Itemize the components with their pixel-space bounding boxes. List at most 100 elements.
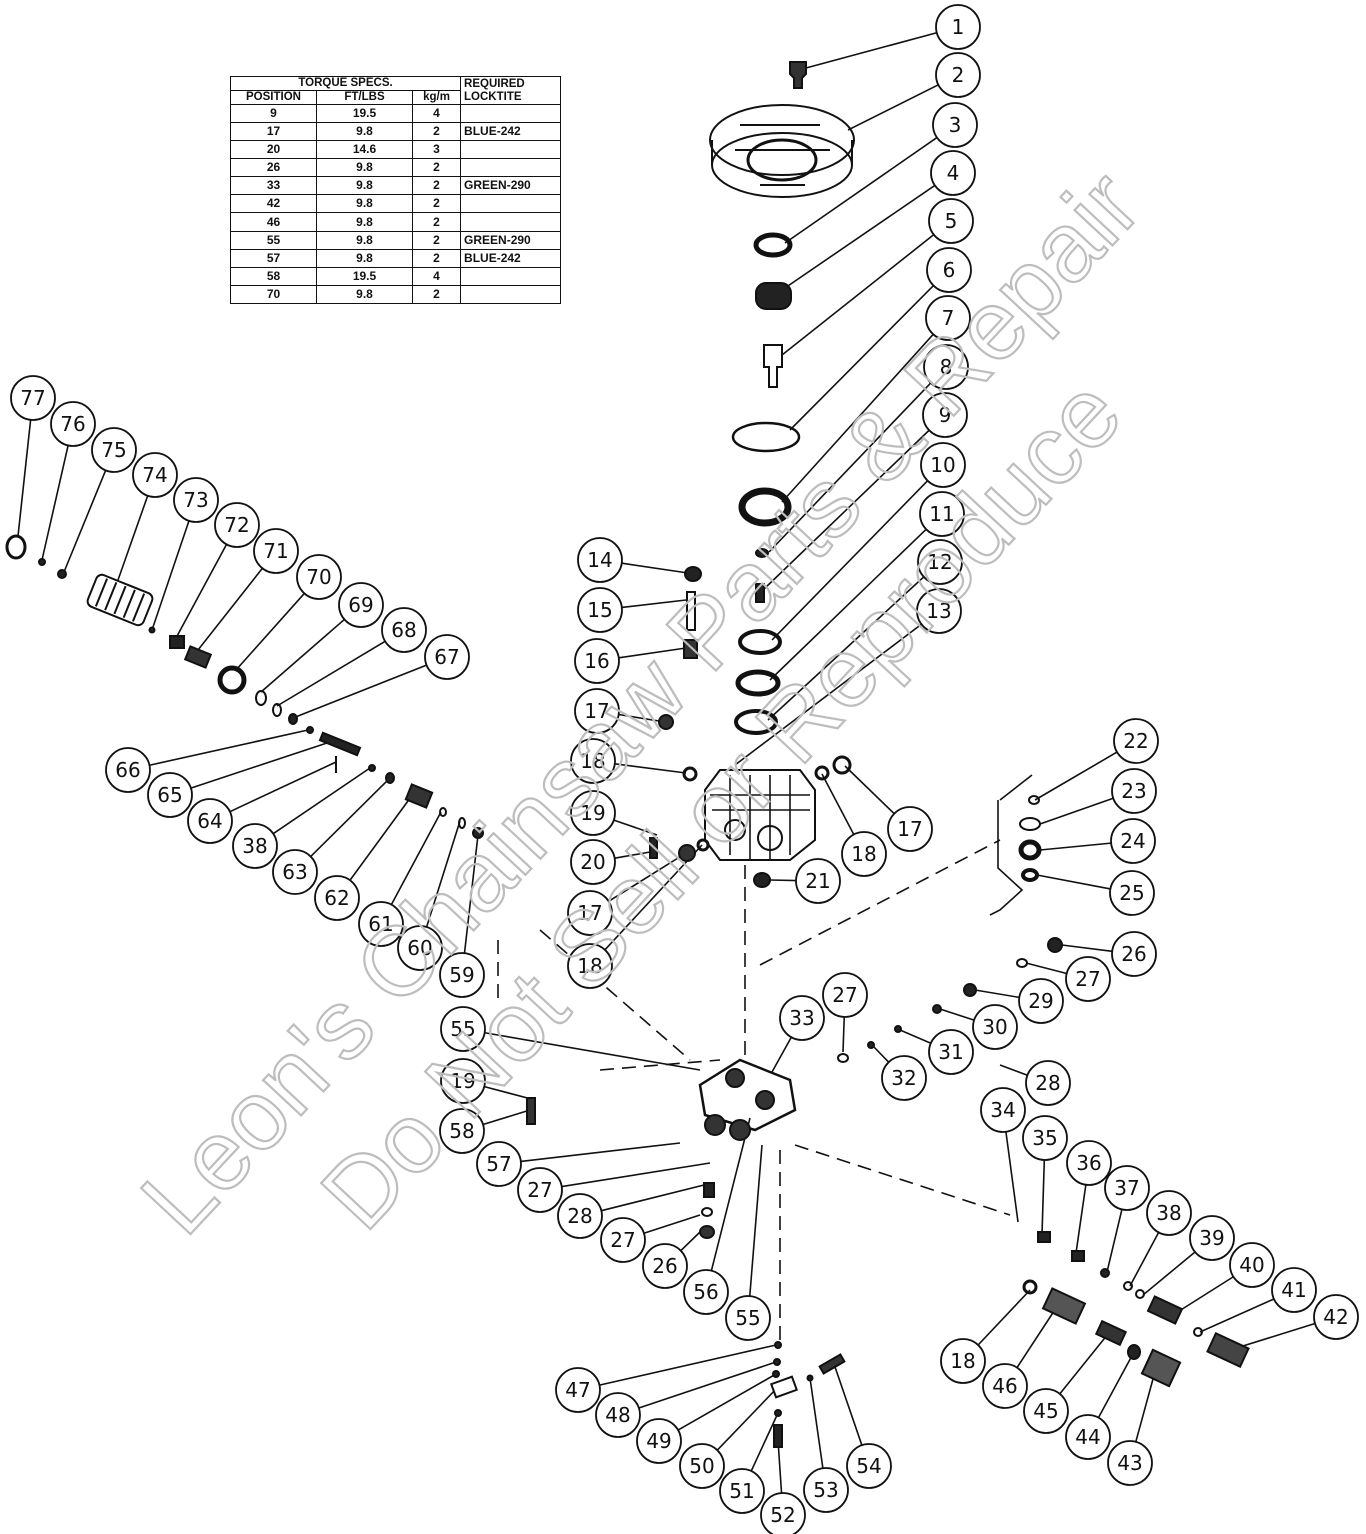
callout-18: 18 bbox=[570, 738, 616, 784]
leader-line bbox=[604, 844, 703, 951]
callout-number: 18 bbox=[577, 954, 602, 978]
callout-number: 70 bbox=[306, 565, 331, 589]
plug-17b bbox=[832, 755, 852, 775]
ring-39 bbox=[1135, 1289, 1145, 1299]
leader-line bbox=[618, 647, 687, 659]
screw-54 bbox=[818, 1353, 846, 1375]
callout-53: 53 bbox=[803, 1467, 849, 1513]
callout-circle bbox=[570, 839, 616, 885]
torque-position-cell: 70 bbox=[230, 284, 317, 305]
callout-number: 21 bbox=[805, 869, 830, 893]
callout-number: 71 bbox=[263, 539, 288, 563]
leader-line bbox=[310, 777, 391, 858]
screw-20 bbox=[649, 837, 658, 859]
leader-line bbox=[175, 543, 228, 639]
leader-line bbox=[710, 1117, 751, 1271]
leader-line bbox=[613, 819, 658, 836]
callout-number: 20 bbox=[580, 850, 605, 874]
callout-number: 34 bbox=[990, 1098, 1015, 1122]
callout-number: 37 bbox=[1114, 1176, 1139, 1200]
callout-number: 27 bbox=[527, 1178, 552, 1202]
leader-line bbox=[899, 1029, 932, 1045]
callout-circle bbox=[600, 1217, 646, 1263]
leader-line bbox=[1199, 1298, 1275, 1333]
callout-circle bbox=[10, 375, 56, 421]
callout-circle bbox=[132, 452, 178, 498]
callout-40: 40 bbox=[1229, 1242, 1275, 1288]
ball-31 bbox=[894, 1025, 902, 1033]
callout-number: 19 bbox=[450, 1069, 475, 1093]
callout-number: 27 bbox=[610, 1228, 635, 1252]
callout-number: 18 bbox=[580, 749, 605, 773]
callout-number: 47 bbox=[565, 1378, 590, 1402]
callout-32: 32 bbox=[881, 1055, 927, 1101]
torque-ftlbs-cell: 9.8 bbox=[316, 230, 413, 250]
torque-kgm-cell: 2 bbox=[411, 248, 462, 268]
callout-number: 23 bbox=[1121, 779, 1146, 803]
leader-line bbox=[1129, 1232, 1160, 1287]
housing-flange-2 bbox=[709, 104, 855, 198]
callout-37: 37 bbox=[1104, 1165, 1150, 1211]
callout-circle bbox=[1110, 818, 1156, 864]
leader-line bbox=[1041, 1159, 1046, 1235]
callout-circle bbox=[1111, 931, 1157, 977]
bolt-58 bbox=[526, 1097, 536, 1125]
leader-line bbox=[520, 1142, 681, 1163]
callout-circle bbox=[214, 502, 260, 548]
leader-line bbox=[784, 136, 938, 244]
callout-circle bbox=[916, 588, 962, 634]
callout-68: 68 bbox=[381, 607, 427, 653]
leader-line bbox=[63, 470, 107, 573]
callout-number: 27 bbox=[832, 983, 857, 1007]
callout-circle bbox=[636, 1418, 682, 1464]
callout-number: 35 bbox=[1032, 1126, 1057, 1150]
leader-line bbox=[847, 84, 939, 131]
callout-17: 17 bbox=[887, 806, 933, 852]
ball-51 bbox=[774, 1409, 782, 1417]
callout-circle bbox=[1025, 1060, 1071, 1106]
callout-number: 4 bbox=[947, 161, 960, 185]
callout-59: 59 bbox=[439, 952, 485, 998]
ball-48 bbox=[773, 1358, 781, 1366]
callout-number: 65 bbox=[157, 783, 182, 807]
leader-line bbox=[425, 820, 461, 928]
ring-59 bbox=[472, 827, 484, 839]
nut-70 bbox=[217, 665, 247, 695]
callout-circle bbox=[50, 401, 96, 447]
leader-line bbox=[229, 761, 337, 813]
leader-line bbox=[734, 623, 922, 766]
callout-number: 44 bbox=[1075, 1425, 1100, 1449]
callout-number: 15 bbox=[587, 598, 612, 622]
callout-number: 63 bbox=[282, 860, 307, 884]
fitting-42 bbox=[1206, 1332, 1250, 1368]
callout-65: 65 bbox=[147, 772, 193, 818]
bearing-7 bbox=[738, 487, 792, 527]
leader-line bbox=[680, 1231, 701, 1252]
spring-45 bbox=[1094, 1319, 1128, 1347]
torque-position-cell: 26 bbox=[230, 158, 317, 178]
ring-68 bbox=[272, 703, 282, 717]
callout-circle bbox=[1111, 768, 1157, 814]
leader-line bbox=[599, 1344, 777, 1386]
leader-line bbox=[638, 1361, 777, 1409]
callout-60: 60 bbox=[397, 925, 443, 971]
callout-12: 12 bbox=[917, 539, 963, 585]
leader-line bbox=[805, 31, 937, 69]
callout-number: 72 bbox=[224, 513, 249, 537]
callout-circle bbox=[935, 52, 981, 98]
plug-26a bbox=[1047, 937, 1063, 953]
ball-30 bbox=[932, 1004, 942, 1014]
ring-23 bbox=[1019, 817, 1041, 831]
ball-47 bbox=[774, 1341, 782, 1349]
callout-number: 52 bbox=[770, 1503, 795, 1527]
plug-28 bbox=[703, 1182, 715, 1198]
callout-11: 11 bbox=[919, 491, 965, 537]
crankcase-13 bbox=[704, 769, 816, 861]
washer-8 bbox=[755, 548, 769, 558]
callout-circle bbox=[982, 1363, 1028, 1409]
callout-number: 69 bbox=[348, 593, 373, 617]
ring-22 bbox=[1028, 795, 1040, 805]
callout-number: 2 bbox=[952, 63, 965, 87]
